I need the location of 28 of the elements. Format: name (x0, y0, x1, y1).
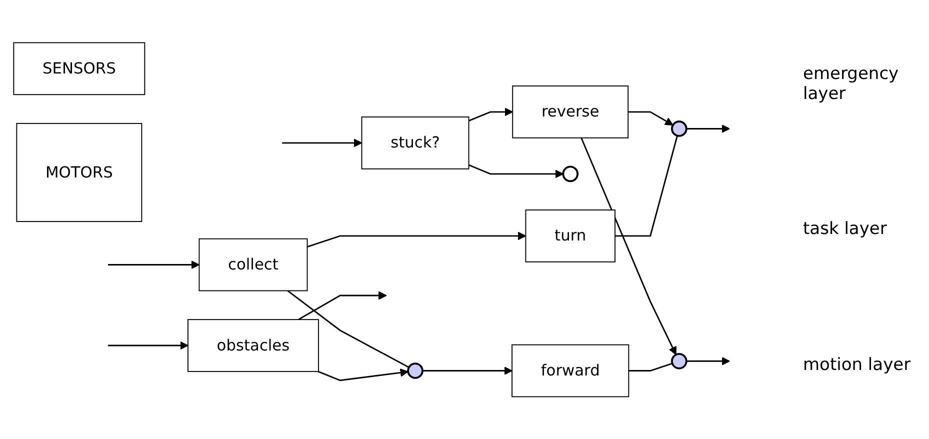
layer-label: emergency layer (803, 64, 900, 104)
layer-label: task layer (803, 219, 888, 240)
arrow (628, 110, 674, 126)
arrow (108, 341, 188, 350)
arrow (468, 107, 513, 122)
node-box: reverse (512, 85, 629, 138)
arrow (108, 260, 200, 269)
arrow (298, 291, 387, 320)
node-box: obstacles (187, 318, 319, 372)
node-circle (562, 166, 579, 182)
node-box: MOTORS (16, 122, 142, 222)
node-circle (670, 352, 688, 370)
arrow (282, 138, 362, 147)
node-box: forward (512, 344, 630, 397)
arrow (580, 137, 676, 355)
layer-label: motion layer (803, 355, 912, 376)
arrow (686, 124, 730, 133)
node-circle (407, 362, 424, 379)
arrow (318, 368, 408, 381)
arrow (422, 366, 512, 375)
node-box: SENSORS (13, 42, 146, 95)
arrow (468, 164, 564, 178)
arrow (686, 356, 730, 366)
node-circle (670, 120, 688, 137)
arrow (307, 232, 526, 248)
node-box: turn (525, 209, 616, 262)
node-box: stuck? (361, 116, 470, 170)
node-box: collect (198, 238, 308, 291)
